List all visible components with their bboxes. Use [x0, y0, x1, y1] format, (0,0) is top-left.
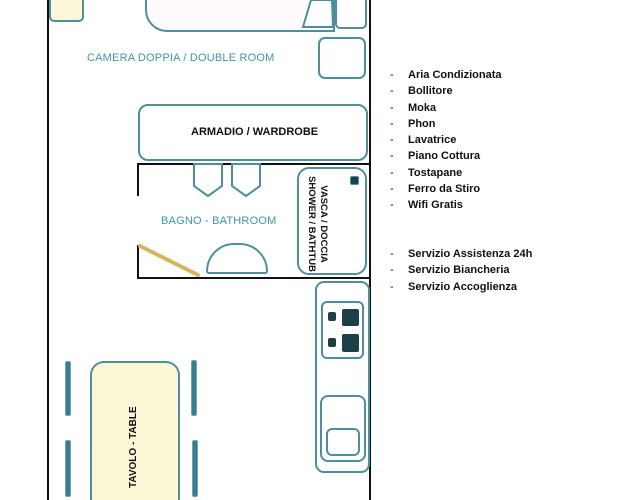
amenity-item: -Tostapane — [390, 166, 463, 179]
kitchen-sink-basin — [326, 428, 360, 456]
bathroom-sink — [206, 243, 268, 274]
burner-small-2 — [328, 338, 336, 347]
table-label-wrap: TAVOLO - TABLE — [128, 388, 142, 498]
burner-small-1 — [328, 312, 336, 321]
amenities-list: -Aria Condizionata -Bollitore -Moka -Pho… — [390, 67, 502, 214]
amenity-item: -Wifi Gratis — [390, 199, 463, 212]
chair-right-top — [191, 360, 197, 416]
room-label-double-room: CAMERA DOPPIA / DOUBLE ROOM — [87, 52, 275, 64]
bathroom-left-wall-lower — [137, 245, 139, 279]
chair-left-top — [65, 361, 71, 416]
dining-table — [90, 361, 180, 500]
bathroom-left-wall-upper — [137, 163, 139, 196]
amenity-item: -Moka — [390, 101, 437, 114]
amenity-item: -Aria Condizionata — [390, 69, 502, 81]
bathroom-door — [138, 244, 200, 277]
chair-right-bottom — [192, 440, 198, 497]
wardrobe — [138, 104, 368, 161]
burner-large-2 — [342, 334, 359, 352]
right-wall — [369, 0, 371, 500]
amenity-item: -Bollitore — [390, 85, 453, 98]
services-list: -Servizio Assistenza 24h -Servizio Bianc… — [390, 246, 532, 295]
shower-label: VASCA / DOCCIA SHOWER / BATHTUB — [302, 176, 356, 272]
bathroom-bottom-wall — [137, 277, 370, 279]
amenity-item: -Piano Cottura — [390, 150, 481, 163]
bed-pillow — [301, 0, 335, 28]
chair-left-bottom — [65, 440, 71, 497]
wardrobe-label: ARMADIO / WARDROBE — [191, 126, 319, 138]
amenity-item: -Lavatrice — [390, 134, 457, 147]
shower-bathtub — [297, 167, 367, 275]
shower-label-line1: VASCA / DOCCIA — [318, 185, 329, 263]
shower-drain-icon — [350, 176, 359, 185]
toilet — [231, 163, 261, 198]
burner-large-1 — [342, 309, 359, 326]
shower-label-line2: SHOWER / BATHTUB — [306, 176, 317, 272]
room-label-bathroom: BAGNO - BATHROOM — [161, 215, 277, 227]
left-wall — [47, 0, 49, 500]
floor-plan: CAMERA DOPPIA / DOUBLE ROOM ARMADIO / WA… — [47, 0, 371, 500]
small-cabinet — [318, 37, 366, 79]
service-item: -Servizio Assistenza 24h — [390, 248, 533, 260]
amenity-item: -Ferro da Stiro — [390, 183, 481, 196]
service-item: -Servizio Accoglienza — [390, 280, 518, 293]
amenity-item: -Phon — [390, 117, 436, 130]
nightstand-right — [335, 0, 367, 29]
nightstand-left — [49, 0, 84, 22]
service-item: -Servizio Biancheria — [390, 264, 510, 277]
bidet — [193, 163, 223, 198]
table-label: TAVOLO - TABLE — [128, 406, 139, 488]
